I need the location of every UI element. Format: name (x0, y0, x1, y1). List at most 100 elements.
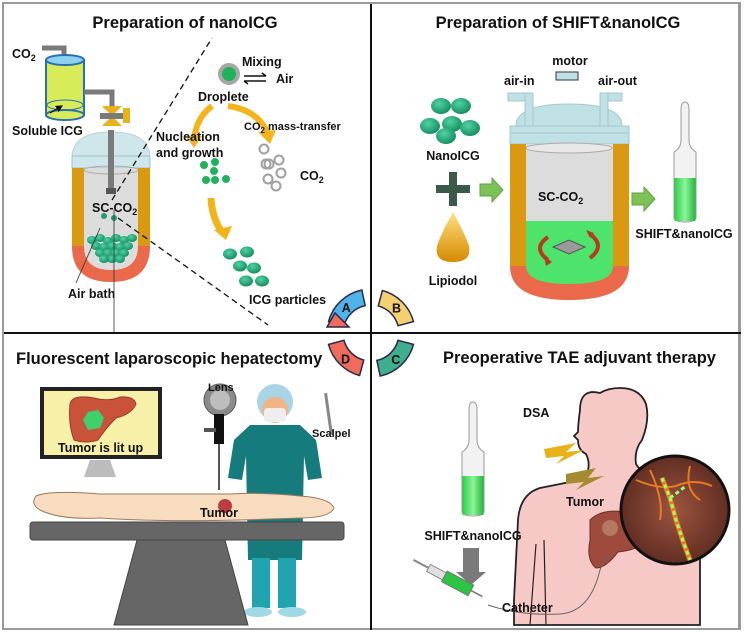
tumor-spot (602, 520, 618, 536)
equilibrium-arrows-icon (243, 72, 267, 85)
mass-transfer-arrow (227, 103, 271, 136)
droplet-icon (218, 63, 240, 85)
icg-particle (99, 243, 109, 251)
nucleus-dot (202, 176, 210, 184)
shift-nanoicg-vial-c-icon (461, 401, 485, 517)
valve-icon (100, 106, 130, 126)
icg-particle (240, 246, 254, 258)
nanoicg-particle (460, 120, 480, 136)
cycle-step-c (375, 339, 415, 377)
icg-particle (223, 248, 237, 260)
icg-particle (101, 213, 107, 219)
nanoicg-particles (420, 98, 480, 144)
icg-particle (255, 275, 269, 287)
icg-particles (223, 246, 269, 287)
product-c-label: SHIFT&nanoICG (424, 529, 521, 543)
patient-figure (33, 491, 335, 522)
mass-transfer-arrowhead (258, 130, 276, 144)
vessel-a-label: SC-CO2 (92, 201, 137, 217)
motor-label: motor (552, 54, 588, 68)
cycle-arrowhead-icon (325, 311, 351, 328)
shift-nanoicg-vial-icon (673, 101, 697, 223)
icg-particle (87, 236, 97, 244)
zoom-line-upper (111, 37, 213, 201)
arm-outline (529, 543, 537, 626)
down-arrow (456, 548, 486, 585)
stirrer-icon (551, 239, 587, 255)
sc-co2-vessel (71, 130, 151, 282)
panel-b-title: Preparation of SHIFT&nanoICG (436, 14, 681, 32)
growth-arrowhead (214, 226, 232, 240)
air-in-label: air-in (504, 74, 535, 88)
co2-bubble (258, 143, 270, 155)
lipiodol-label: Lipiodol (429, 274, 478, 288)
panel-a-title: Preparation of nanoICG (92, 14, 277, 32)
nanoicg-particle (431, 98, 451, 114)
panel-b-shift-preparation: Preparation of SHIFT&nanoICG NanoICG Lip… (420, 14, 733, 300)
monitor-icon (40, 387, 162, 477)
vessel-b-label: SC-CO2 (538, 190, 583, 206)
icg-particle (99, 255, 109, 263)
co2-bubble (263, 158, 275, 170)
air-label: Air (276, 72, 294, 86)
nucleation-label-line2: and growth (156, 146, 223, 160)
icg-particle (115, 243, 125, 251)
laparoscope-icon (203, 383, 237, 490)
dsa-label: DSA (523, 406, 549, 420)
input-arrow (479, 176, 504, 204)
nanoicg-label: NanoICG (426, 149, 479, 163)
icg-particle (91, 242, 101, 250)
plus-icon (436, 172, 470, 206)
nucleus-dot (222, 175, 230, 183)
panel-c-title: Preoperative TAE adjuvant therapy (443, 349, 717, 367)
cycle-step-letter: A (342, 301, 351, 315)
scalpel-label: Scalpel (312, 428, 351, 440)
icg-particle (119, 249, 129, 257)
icg-particle (95, 234, 105, 242)
icg-particle (95, 249, 105, 257)
panel-d-hepatectomy: Fluorescent laparoscopic hepatectomy Tum… (16, 350, 351, 626)
icg-particle (239, 275, 253, 287)
icg-particle (115, 255, 125, 263)
operating-table (29, 521, 345, 626)
nanoicg-particle (442, 116, 462, 132)
panel-d-title: Fluorescent laparoscopic hepatectomy (16, 350, 323, 368)
nuclei-cluster (200, 158, 230, 184)
soluble-icg-label: Soluble ICG (12, 124, 83, 138)
reactor-vessel: motor air-in air-out (504, 54, 638, 300)
air-bath-label: Air bath (68, 287, 115, 301)
nucleus-dot (211, 176, 219, 184)
xray-bolt-icon-2 (566, 468, 604, 490)
mixing-label: Mixing (242, 55, 282, 69)
icg-particle (247, 262, 261, 274)
nucleus-dot (200, 161, 208, 169)
transfer-pipe (84, 89, 115, 110)
syringe-icon (413, 559, 483, 598)
icg-particle (107, 255, 117, 263)
soluble-icg-tank (45, 54, 85, 121)
cycle-step-b (377, 289, 415, 327)
icg-particle (107, 242, 117, 250)
panel-a-nanoicg-preparation: Preparation of nanoICG CO2 Soluble ICG (12, 14, 341, 333)
icg-particle (103, 249, 113, 257)
catheter-label: Catheter (502, 601, 553, 615)
cycle-step-d (327, 339, 365, 377)
catheter-line (487, 555, 611, 615)
air-out-label: air-out (598, 74, 638, 88)
icg-particles-in-vessel (87, 213, 137, 263)
air-bath-pointer (75, 227, 101, 284)
monitor-text: Tumor is lit up (58, 441, 144, 455)
motor-icon (555, 71, 579, 81)
lens-label: Lens (208, 382, 234, 394)
co2-bubble (270, 180, 282, 192)
nucleus-dot (211, 158, 219, 166)
icg-particle (111, 249, 121, 257)
co2-bubble (275, 167, 287, 179)
nucleation-arrowhead (186, 136, 202, 148)
tumor-label-c: Tumor (566, 495, 604, 509)
co2-bubbles-label: CO2 (300, 169, 324, 185)
lipiodol-droplet-icon (436, 212, 470, 262)
cycle-step-letter: D (341, 352, 350, 366)
